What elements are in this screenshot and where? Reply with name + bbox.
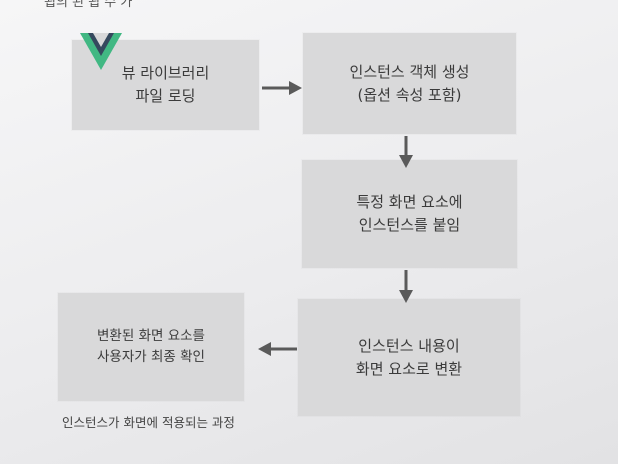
figure-caption: 인스턴스가 화면에 적용되는 과정 [62, 415, 235, 430]
arrow-convert-to-confirm [258, 342, 297, 356]
step-attach-element-box: 특정 화면 요소에 인스턴스를 붙임 [302, 160, 517, 268]
top-cut-text: 됩의 된 됩 수 가 [44, 0, 133, 10]
step-instance-create-box: 인스턴스 객체 생성 (옵션 속성 포함) [303, 33, 516, 134]
arrow-load-to-create [262, 81, 302, 95]
vue-logo-icon [80, 33, 122, 70]
step-convert-element-box: 인스턴스 내용이 화면 요소로 변환 [298, 299, 520, 416]
step-user-confirm-label: 변환된 화면 요소를 사용자가 최종 확인 [97, 328, 205, 365]
step-attach-element-label: 특정 화면 요소에 인스턴스를 붙임 [356, 193, 463, 234]
step-convert-element-label: 인스턴스 내용이 화면 요소로 변환 [355, 336, 463, 378]
step-library-loading-label: 뷰 라이브러리 파일 로딩 [121, 64, 210, 105]
step-user-confirm-box: 변환된 화면 요소를 사용자가 최종 확인 [58, 293, 244, 401]
step-instance-create-label: 인스턴스 객체 생성 (옵션 속성 포함) [349, 62, 470, 104]
